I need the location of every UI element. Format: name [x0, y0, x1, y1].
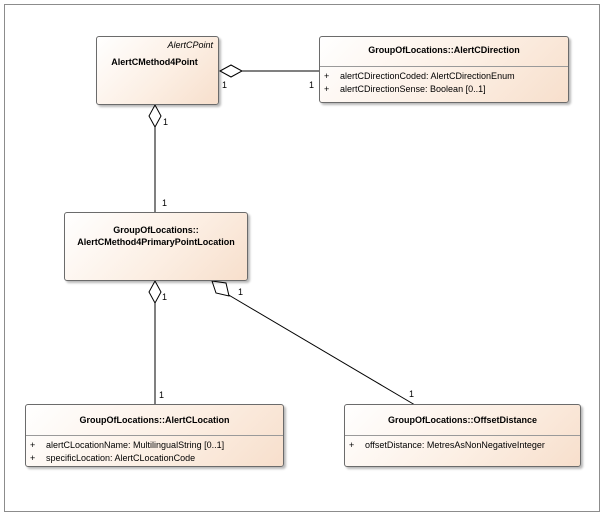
class-alertc-method4-point[interactable]: AlertCPoint AlertCMethod4Point — [96, 36, 219, 105]
aggregation-diamond — [148, 103, 162, 129]
visibility-marker: + — [30, 440, 36, 450]
multiplicity-label: 1 — [309, 80, 315, 90]
class-attributes: + offsetDistance: MetresAsNonNegativeInte… — [345, 435, 580, 452]
multiplicity-label: 1 — [409, 389, 415, 399]
visibility-marker: + — [349, 440, 355, 450]
aggregation-diamond — [218, 64, 244, 78]
multiplicity-label: 1 — [222, 80, 228, 90]
class-alertc-method4-primary-point-location[interactable]: GroupOfLocations:: AlertCMethod4PrimaryP… — [64, 212, 248, 281]
attribute-row: + alertCLocationName: MultilingualString … — [30, 439, 279, 452]
multiplicity-label: 1 — [162, 292, 168, 302]
aggregation-diamond — [211, 280, 230, 297]
attribute-text: alertCLocationName: MultilingualString [… — [46, 440, 225, 450]
class-name-line1: GroupOfLocations:: — [113, 225, 199, 235]
multiplicity-label: 1 — [238, 287, 244, 297]
multiplicity-label: 1 — [162, 198, 168, 208]
association-primary-offset[interactable] — [211, 280, 416, 406]
aggregation-diamond — [148, 279, 162, 305]
class-name: GroupOfLocations::OffsetDistance — [387, 415, 537, 425]
attribute-text: offsetDistance: MetresAsNonNegativeInteg… — [365, 440, 545, 450]
class-name: AlertCMethod4Point — [111, 57, 198, 67]
visibility-marker: + — [30, 453, 36, 463]
class-attributes: + alertCLocationName: MultilingualString … — [26, 435, 283, 465]
association-point-direction[interactable] — [218, 64, 320, 78]
attribute-row: + specificLocation: AlertCLocationCode — [30, 452, 279, 465]
attribute-row: + alertCDirectionSense: Boolean [0..1] — [324, 83, 564, 96]
association-point-primary[interactable] — [148, 103, 162, 213]
class-stereotype: AlertCPoint — [167, 40, 213, 50]
visibility-marker: + — [324, 71, 330, 81]
association-primary-location[interactable] — [148, 279, 162, 405]
class-attributes: + alertCDirectionCoded: AlertCDirectionEn… — [320, 66, 568, 96]
class-name: GroupOfLocations::AlertCLocation — [79, 415, 230, 425]
class-name-line2: AlertCMethod4PrimaryPointLocation — [77, 237, 235, 247]
visibility-marker: + — [324, 84, 330, 94]
attribute-row: + alertCDirectionCoded: AlertCDirectionEn… — [324, 70, 564, 83]
class-name: GroupOfLocations::AlertCDirection — [368, 45, 520, 55]
multiplicity-label: 1 — [159, 390, 165, 400]
attribute-text: alertCDirectionSense: Boolean [0..1] — [340, 84, 486, 94]
multiplicity-label: 1 — [163, 117, 169, 127]
attribute-row: + offsetDistance: MetresAsNonNegativeInte… — [349, 439, 576, 452]
class-alertc-location[interactable]: GroupOfLocations::AlertCLocation + alertC… — [25, 404, 284, 467]
class-alertc-direction[interactable]: GroupOfLocations::AlertCDirection +alert… — [319, 36, 569, 103]
attribute-text: specificLocation: AlertCLocationCode — [46, 453, 196, 463]
attribute-text: alertCDirectionCoded: AlertCDirectionEnu… — [340, 71, 515, 81]
class-offset-distance[interactable]: GroupOfLocations::OffsetDistance + offset… — [344, 404, 581, 467]
